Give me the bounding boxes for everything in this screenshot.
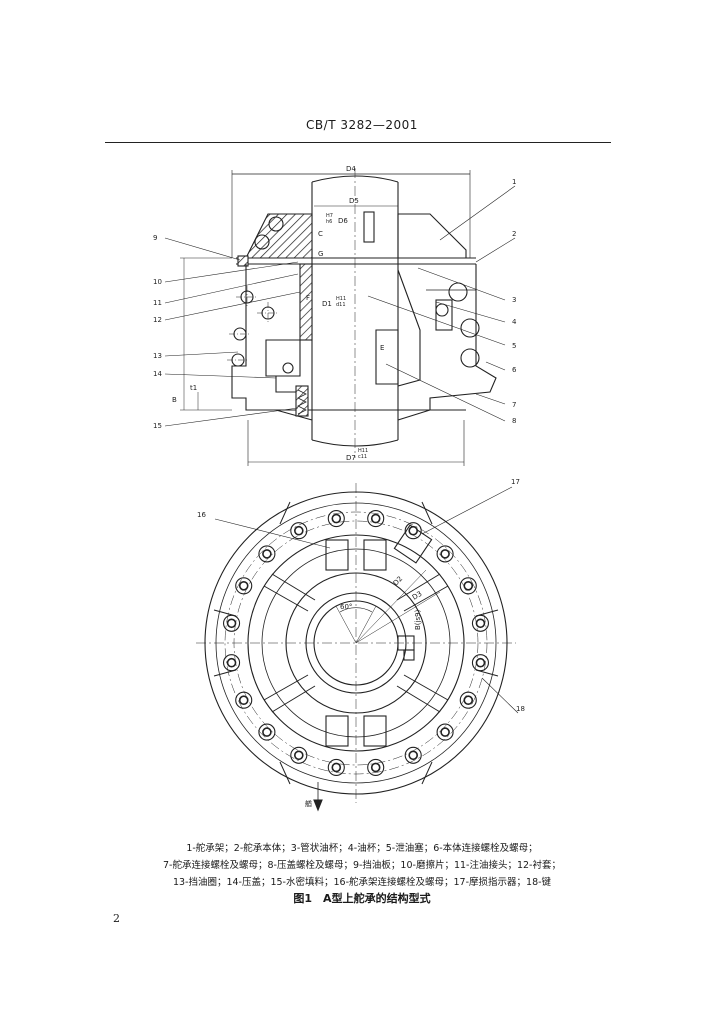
bolt-head [223, 654, 241, 672]
plan-view [196, 483, 519, 812]
page-number: 2 [113, 912, 120, 925]
bolt-head [459, 691, 477, 709]
bolt-head [459, 577, 477, 595]
bolt-head [367, 758, 385, 776]
fit-top-sub: h6 [326, 219, 332, 225]
figure-title: 图1 A型上舵承的结构型式 [293, 892, 431, 905]
part-14: 14 [153, 370, 162, 378]
bolt-nut [293, 525, 304, 536]
part-8: 8 [512, 417, 516, 425]
bolt-head [327, 510, 345, 528]
bolt-nut [370, 513, 381, 524]
fit-top: H7 [326, 213, 333, 219]
section-labels: D4 D5 D6 H7 h6 C G F D1 H11 d11 E B t1 D… [153, 165, 517, 462]
bolt-head [258, 723, 276, 741]
bolt-nut [408, 750, 419, 761]
dim-c: C [318, 230, 323, 238]
bolt-nut [238, 695, 249, 706]
part-2: 2 [512, 230, 516, 238]
bolt-head [436, 723, 454, 741]
bolt-nut [440, 549, 450, 559]
part-11: 11 [153, 299, 162, 307]
bolt-head [290, 746, 308, 764]
bolt-nut [238, 580, 249, 591]
bow-mark: 艏 [305, 799, 312, 808]
dim-d3: D3 [411, 590, 424, 602]
part-3: 3 [512, 296, 516, 304]
dim-f: F [306, 294, 310, 302]
dim-d7: D7 [346, 454, 356, 462]
bolt-head [258, 545, 276, 563]
dim-d1: D1 [322, 300, 332, 308]
bolt-head [223, 614, 241, 632]
bolt-head [235, 577, 253, 595]
bolt-nut [370, 762, 381, 773]
bore-fit: B(js9) [414, 609, 422, 630]
bolt-nut [463, 695, 474, 706]
part-13: 13 [153, 352, 162, 360]
bolt-nut [408, 525, 419, 536]
fit-bot: H11 [358, 448, 368, 454]
plan-bolt-ring [223, 510, 489, 776]
dim-b: B [172, 396, 177, 404]
part-12: 12 [153, 316, 162, 324]
part-17: 17 [511, 478, 520, 486]
bolt-nut [475, 657, 486, 668]
bolt-nut [440, 727, 450, 737]
dim-d4: D4 [346, 165, 356, 173]
caption-line-3: 13-挡油圈；14-压盖；15-水密填料；16-舵承架连接螺栓及螺母；17-摩损… [172, 877, 552, 888]
dim-d2: D2 [392, 575, 405, 588]
bolt-head [367, 510, 385, 528]
bolt-head [471, 614, 489, 632]
caption-line-2: 7-舵承连接螺栓及螺母；8-压盖螺栓及螺母；9-挡油板；10-磨擦片；11-注油… [163, 860, 561, 871]
fit-bot-sub: c11 [358, 454, 367, 460]
bolt-nut [293, 750, 304, 761]
bolt-head [404, 522, 422, 540]
part-16: 16 [197, 511, 206, 519]
dim-d6: D6 [338, 217, 348, 225]
bolt-head [471, 654, 489, 672]
part-9: 9 [153, 234, 157, 242]
bolt-nut [331, 762, 342, 773]
dim-e: E [380, 344, 384, 352]
dim-g: G [318, 250, 323, 258]
page-header: CB/T 3282—2001 [306, 118, 418, 132]
bolt-nut [463, 580, 474, 591]
dim-t1: t1 [190, 384, 197, 392]
bolt-head [404, 746, 422, 764]
part-1: 1 [512, 178, 516, 186]
header-rule [105, 142, 611, 143]
bolt-head [436, 545, 454, 563]
fit-mid-sub: d11 [336, 302, 346, 308]
bolt-nut [475, 618, 486, 629]
bolt-nut [226, 657, 237, 668]
part-18: 18 [516, 705, 525, 713]
bolt-nut [262, 549, 272, 559]
angle-60: 60° [340, 603, 352, 611]
part-5: 5 [512, 342, 516, 350]
part-4: 4 [512, 318, 517, 326]
part-7: 7 [512, 401, 516, 409]
bolt-nut [331, 513, 342, 524]
dim-d5: D5 [349, 197, 359, 205]
bolt-head [327, 758, 345, 776]
bolt-head [290, 522, 308, 540]
part-15: 15 [153, 422, 162, 430]
bolt-nut [226, 618, 237, 629]
part-10: 10 [153, 278, 162, 286]
bolt-head [235, 691, 253, 709]
part-6: 6 [512, 366, 517, 374]
fit-mid: H11 [336, 296, 346, 302]
section-view [164, 168, 516, 466]
bolt-nut [262, 727, 272, 737]
caption-line-1: 1-舵承架；2-舵承本体；3-管状油杯；4-油杯；5-泄油塞；6-本体连接螺栓及… [186, 843, 538, 854]
